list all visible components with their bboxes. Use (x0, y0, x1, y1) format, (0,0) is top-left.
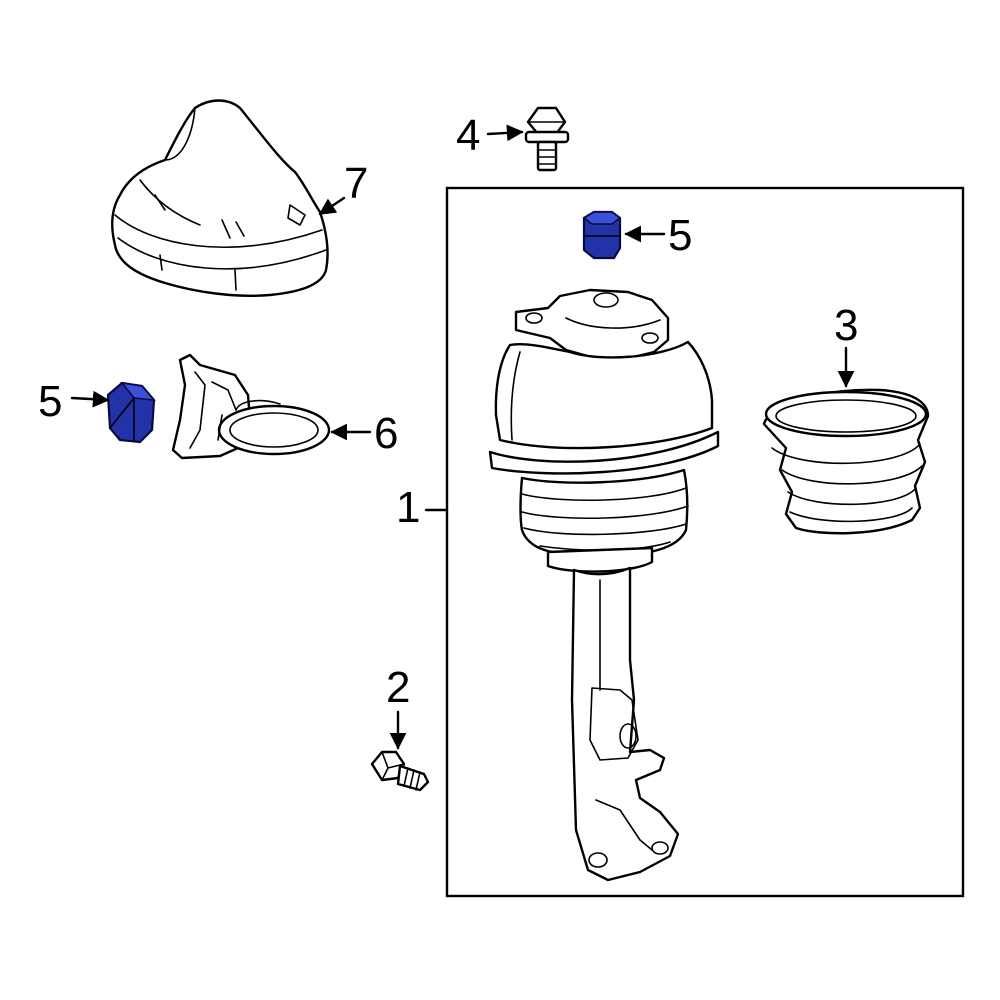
nut-part-5-left[interactable] (106, 381, 156, 444)
callout-6: 6 (374, 409, 399, 458)
bracket-part-6[interactable] (171, 353, 331, 460)
callout-3: 3 (834, 301, 859, 350)
air-strut-part-1[interactable] (488, 288, 720, 882)
callout-2: 2 (386, 663, 411, 712)
callout-4: 4 (456, 111, 481, 160)
callout-1: 1 (396, 483, 421, 532)
bellows-sleeve-part-3[interactable] (762, 388, 930, 535)
callout-5-top: 5 (668, 211, 693, 260)
callout-7: 7 (344, 159, 369, 208)
bolt-part-2[interactable] (370, 750, 430, 792)
nut-part-5-top[interactable] (582, 210, 622, 260)
callout-5-left: 5 (38, 377, 63, 426)
dust-cover-part-7[interactable] (111, 99, 329, 297)
assembly-frame (445, 186, 965, 898)
leader-lines (70, 124, 855, 750)
bolt-part-4[interactable] (524, 106, 570, 172)
